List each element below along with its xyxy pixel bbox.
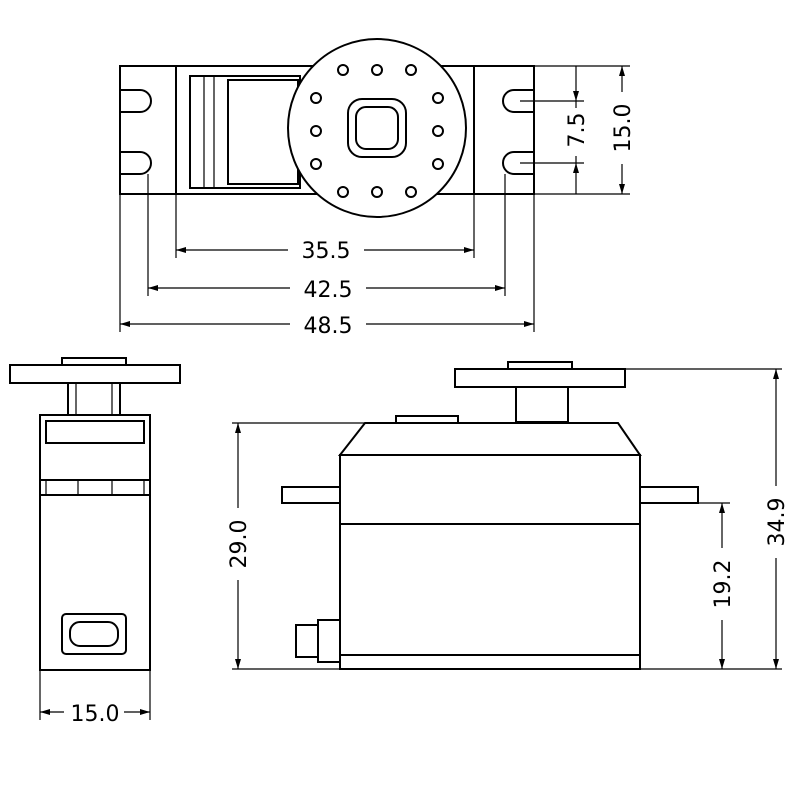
dim-35-5-label: 35.5 bbox=[302, 239, 351, 264]
top-view-inner-frame bbox=[189, 75, 301, 189]
side-view-horn-top bbox=[61, 357, 127, 366]
dim-15-0-side: 15.0 bbox=[40, 698, 150, 727]
dim-7-5: 7.5 bbox=[562, 66, 590, 194]
dim-19-2: 19.2 bbox=[708, 503, 736, 669]
side-view-connector bbox=[61, 613, 127, 655]
dim-35-5: 35.5 bbox=[176, 236, 474, 264]
dim-48-5: 48.5 bbox=[120, 310, 534, 339]
front-view-top-bevel bbox=[337, 422, 642, 456]
front-view-horn-arm bbox=[454, 368, 626, 388]
right-top-slot bbox=[502, 89, 534, 113]
front-view-shaft bbox=[515, 386, 569, 423]
front-view-left-tab bbox=[281, 486, 341, 504]
dim-29-0-label: 29.0 bbox=[227, 520, 252, 569]
side-view: 15.0 bbox=[9, 357, 181, 727]
horn-hub-outer bbox=[347, 98, 407, 158]
horn-hub-inner bbox=[355, 106, 399, 150]
dim-7-5-label: 7.5 bbox=[565, 113, 590, 148]
side-view-connector-slot bbox=[69, 621, 119, 647]
left-top-slot bbox=[120, 89, 152, 113]
front-view-base bbox=[339, 654, 641, 670]
side-view-body bbox=[39, 414, 151, 671]
front-view-body bbox=[339, 454, 641, 656]
horn-disc bbox=[287, 38, 467, 218]
front-view-cable-exit bbox=[317, 619, 341, 663]
front-view-top-bump bbox=[395, 415, 459, 424]
dim-34-9-label: 34.9 bbox=[765, 498, 790, 547]
dim-29-0: 29.0 bbox=[224, 423, 252, 669]
dim-48-5-label: 48.5 bbox=[304, 314, 353, 339]
left-bottom-slot bbox=[120, 151, 152, 175]
dim-34-9: 34.9 bbox=[762, 369, 790, 669]
dim-15-0-top: 15.0 bbox=[608, 66, 636, 194]
side-view-top-cap bbox=[45, 420, 145, 444]
side-view-horn-arm bbox=[9, 364, 181, 384]
front-view-cable-plug bbox=[295, 624, 319, 658]
dim-15-0-top-label: 15.0 bbox=[611, 104, 636, 153]
front-view: 29.0 19.2 34.9 bbox=[224, 361, 790, 670]
dim-42-5: 42.5 bbox=[148, 274, 505, 303]
dim-19-2-label: 19.2 bbox=[711, 560, 736, 609]
right-bottom-slot bbox=[502, 151, 534, 175]
front-view-right-tab bbox=[639, 486, 699, 504]
dim-42-5-label: 42.5 bbox=[304, 278, 353, 303]
horn-holes bbox=[310, 64, 444, 198]
top-view: 35.5 42.5 48.5 7.5 bbox=[119, 38, 636, 339]
front-view-horn-top bbox=[507, 361, 573, 370]
dim-15-0-side-label: 15.0 bbox=[71, 702, 120, 727]
